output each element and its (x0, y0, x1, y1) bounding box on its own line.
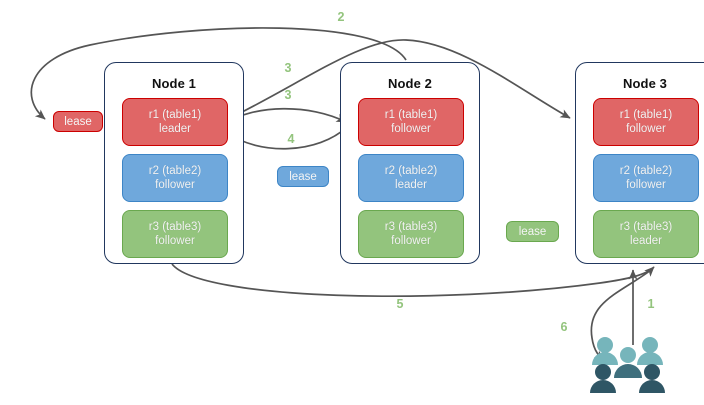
step-label-3a: 3 (284, 61, 292, 75)
replica-name: r1 (table1) (384, 108, 438, 121)
node-box-3[interactable]: Node 3 r1 (table1) follower r2 (table2) … (575, 62, 704, 264)
arrow-step-2 (30, 27, 407, 120)
replica-role: leader (630, 235, 662, 247)
replica-name: r2 (table2) (619, 164, 673, 177)
replica-role: follower (391, 235, 431, 247)
arrow-step-5 (171, 263, 655, 298)
node-box-2[interactable]: Node 2 r1 (table1) follower r2 (table2) … (340, 62, 480, 264)
step-label-6: 6 (560, 320, 568, 334)
replica-r3[interactable]: r3 (table3) leader (593, 210, 699, 258)
step-label-4: 4 (287, 132, 295, 146)
replica-name: r2 (table2) (148, 164, 202, 177)
replica-r1[interactable]: r1 (table1) follower (593, 98, 699, 146)
replica-r3[interactable]: r3 (table3) follower (122, 210, 228, 258)
replica-r1[interactable]: r1 (table1) follower (358, 98, 464, 146)
replica-role: follower (155, 179, 195, 191)
users-group-icon (588, 334, 670, 396)
step-label-2: 2 (337, 10, 345, 24)
replica-role: leader (159, 123, 191, 135)
step-label-1: 1 (647, 297, 655, 311)
node-box-1[interactable]: Node 1 r1 (table1) leader r2 (table2) fo… (104, 62, 244, 264)
replica-name: r3 (table3) (619, 220, 673, 233)
step-label-5: 5 (396, 297, 404, 311)
replica-role: follower (626, 123, 666, 135)
replica-role: follower (626, 179, 666, 191)
replica-r2[interactable]: r2 (table2) follower (122, 154, 228, 202)
node-title: Node 3 (623, 76, 667, 91)
replica-role: follower (391, 123, 431, 135)
replica-name: r2 (table2) (384, 164, 438, 177)
replica-r3[interactable]: r3 (table3) follower (358, 210, 464, 258)
step-label-3b: 3 (284, 88, 292, 102)
replica-r2[interactable]: r2 (table2) follower (593, 154, 699, 202)
replica-name: r1 (table1) (619, 108, 673, 121)
replica-role: leader (395, 179, 427, 191)
replica-name: r1 (table1) (148, 108, 202, 121)
replica-name: r3 (table3) (148, 220, 202, 233)
replica-name: r3 (table3) (384, 220, 438, 233)
lease-badge-r1[interactable]: lease (53, 111, 103, 132)
node-title: Node 1 (152, 76, 196, 91)
lease-badge-r2[interactable]: lease (277, 166, 329, 187)
node-title: Node 2 (388, 76, 432, 91)
lease-badge-r3[interactable]: lease (506, 221, 559, 242)
replica-role: follower (155, 235, 195, 247)
arrow-step-3-to-node3 (221, 39, 571, 123)
replica-r1[interactable]: r1 (table1) leader (122, 98, 228, 146)
replica-r2[interactable]: r2 (table2) leader (358, 154, 464, 202)
